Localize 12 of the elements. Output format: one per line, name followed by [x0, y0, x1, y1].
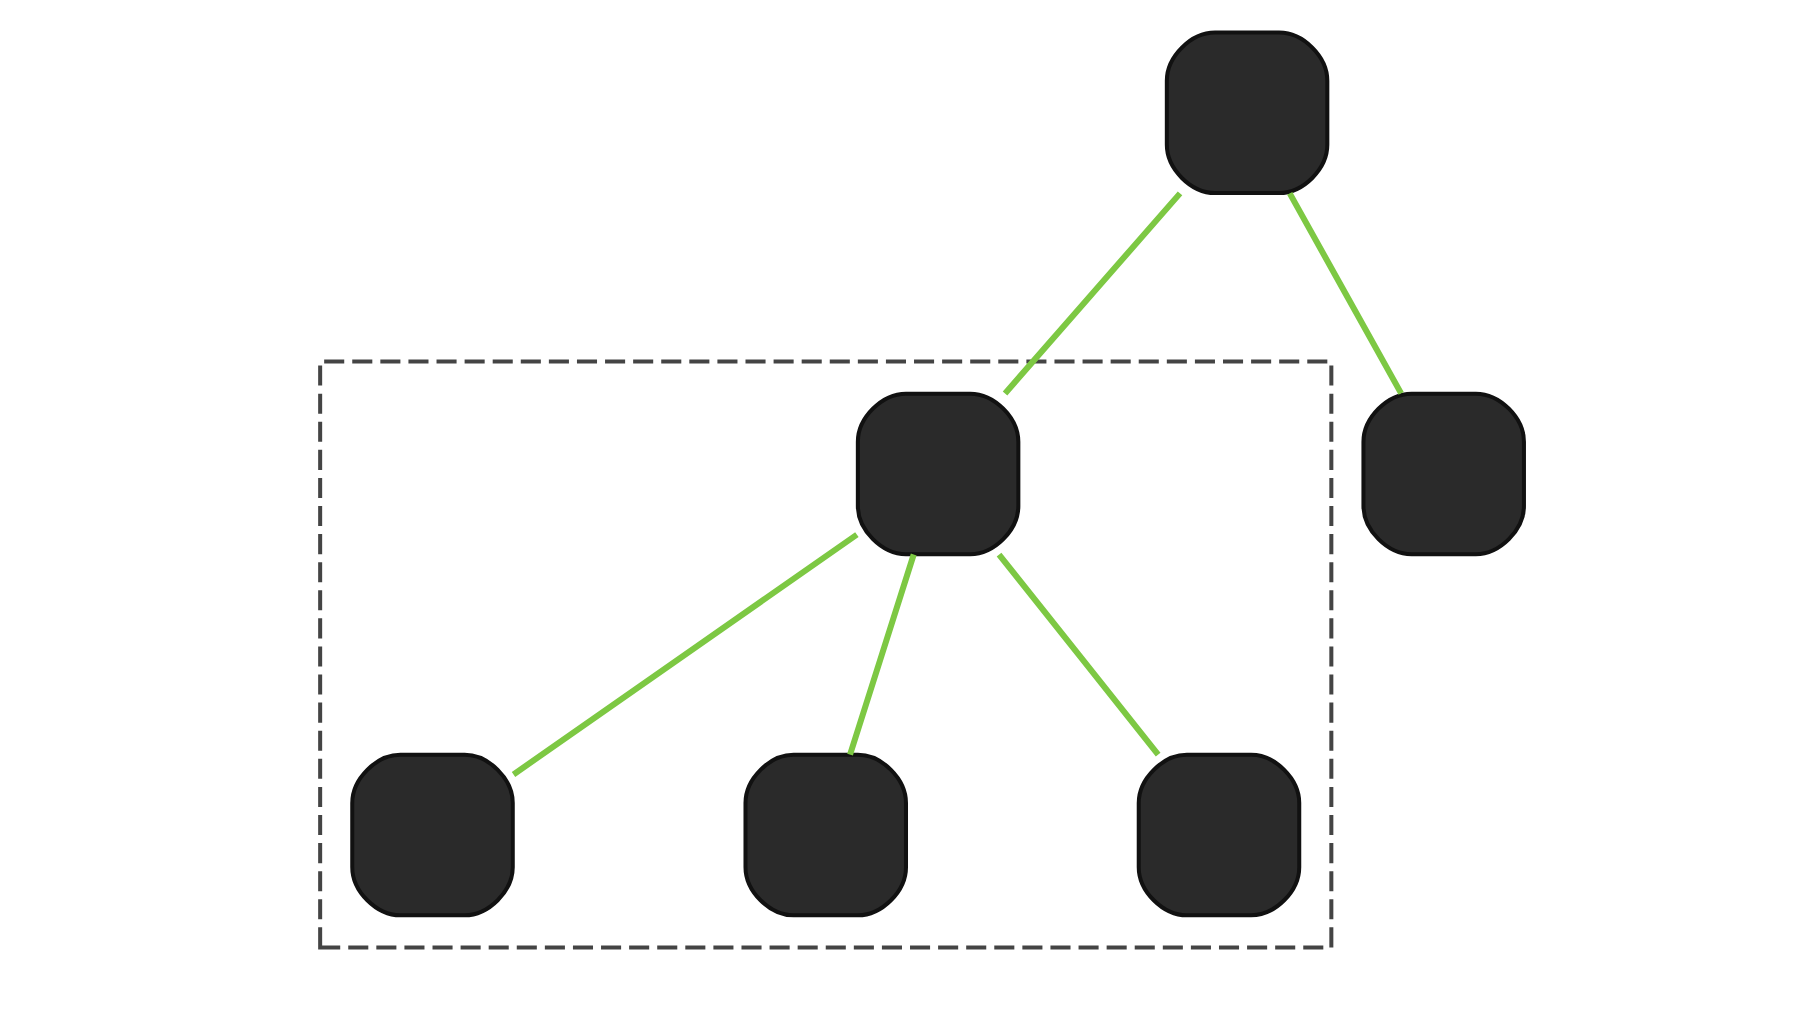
node-switch: [349, 752, 514, 918]
node-switch: [1163, 30, 1329, 195]
node-switch: [1135, 752, 1301, 918]
cluster: [317, 359, 1333, 950]
connector: [1001, 191, 1182, 396]
node-switch: [742, 752, 907, 918]
node-switch: [1360, 391, 1525, 557]
connector: [846, 553, 916, 756]
connector: [510, 532, 858, 777]
connector: [1286, 191, 1403, 395]
node-switch: [854, 391, 1020, 557]
connector: [995, 552, 1160, 757]
